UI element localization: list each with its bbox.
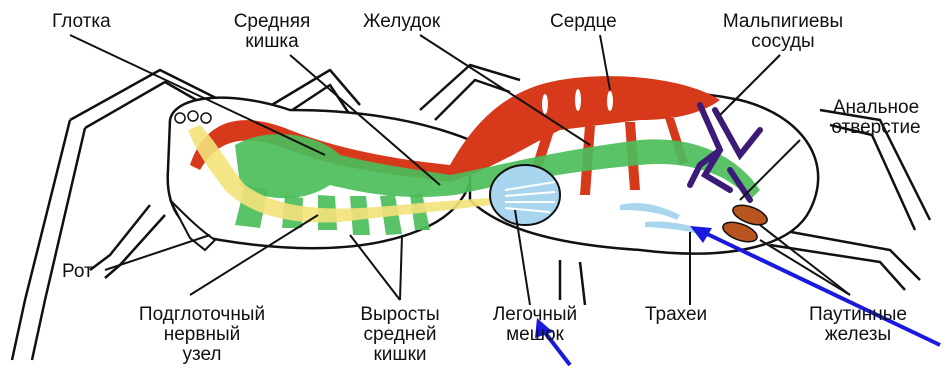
label-silk-glands-line2: железы — [788, 325, 928, 345]
label-outgrowths-line2: средней — [330, 325, 470, 345]
label-lung-line1: Легочный — [470, 305, 600, 325]
label-tracheae: Трахеи — [645, 305, 707, 325]
label-ganglion-line2: нервный — [102, 325, 302, 345]
label-malpighian-line2: сосуды — [698, 32, 868, 52]
label-outgrowths-line1: Выросты — [330, 305, 470, 325]
lung-sac — [490, 165, 560, 225]
label-ganglion-line1: Подглоточный — [102, 305, 302, 325]
label-malpighian-line1: Мальпигиевы — [698, 12, 868, 32]
label-outgrowths-line3: кишки — [330, 345, 470, 365]
label-mouth: Рот — [62, 262, 93, 282]
label-midgut-line2: кишка — [212, 32, 332, 52]
label-anus-line2: отверстие — [812, 118, 940, 138]
label-ganglion-line3: узел — [102, 345, 302, 365]
label-pharynx: Глотка — [52, 12, 111, 32]
label-anus-line1: Анальное — [812, 98, 940, 118]
label-lung-line2: мешок — [470, 325, 600, 345]
eyes — [175, 111, 211, 123]
label-silk-glands-line1: Паутинные — [788, 305, 928, 325]
label-stomach: Желудок — [363, 12, 440, 32]
label-midgut-line1: Средняя — [212, 12, 332, 32]
label-heart: Сердце — [550, 12, 617, 32]
